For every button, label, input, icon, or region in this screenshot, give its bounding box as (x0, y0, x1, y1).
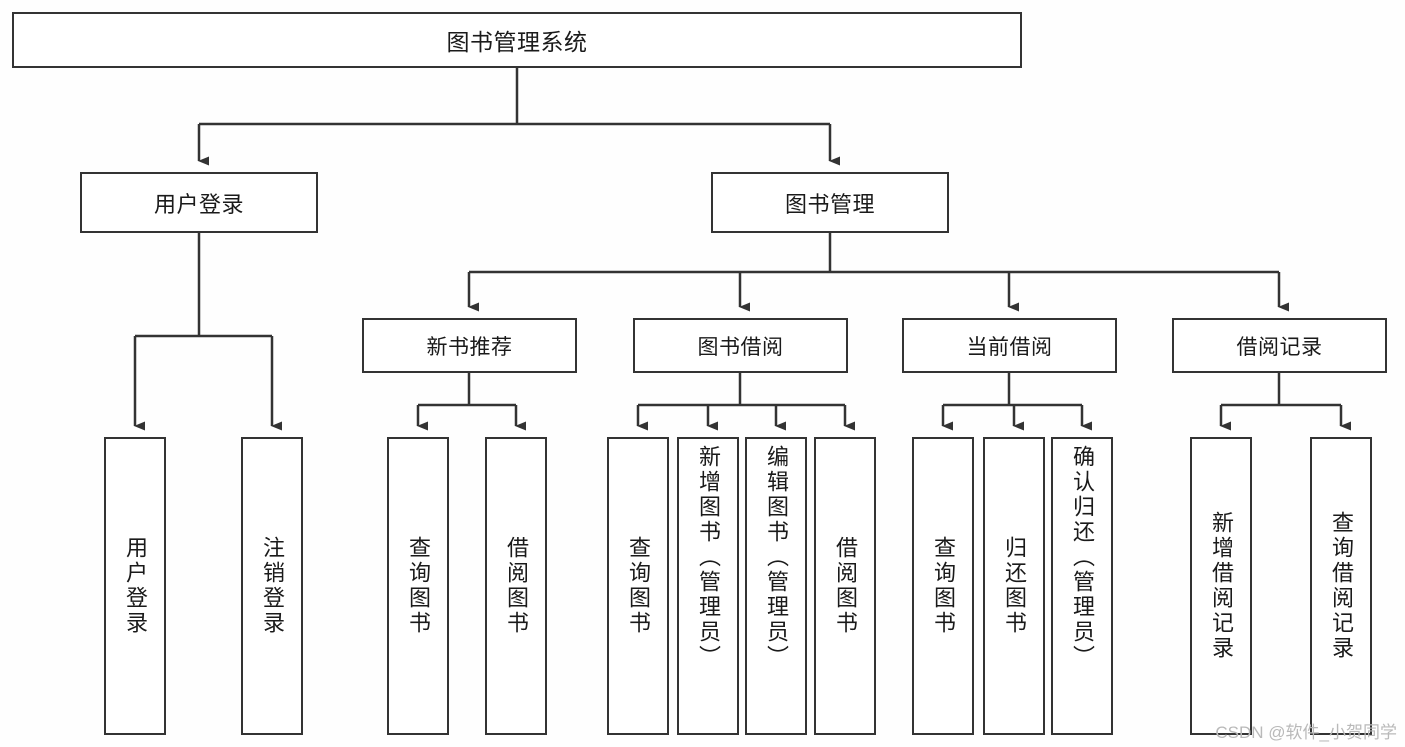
node-user-login[interactable]: 用户登录 (80, 172, 318, 233)
leaf-user-login-label: 用户登录 (123, 536, 148, 636)
leaf-borrow-book[interactable]: 借阅图书 (814, 437, 876, 735)
leaf-query-book-recommend[interactable]: 查询图书 (387, 437, 449, 735)
leaf-query-book-borrow[interactable]: 查询图书 (607, 437, 669, 735)
node-borrow-record[interactable]: 借阅记录 (1172, 318, 1387, 373)
leaf-borrow-book-recommend-label: 借阅图书 (504, 536, 529, 636)
node-current-borrow[interactable]: 当前借阅 (902, 318, 1117, 373)
leaf-edit-book-admin-label: 编辑图书（管理员） (764, 445, 789, 670)
leaf-user-login[interactable]: 用户登录 (104, 437, 166, 735)
node-root-label: 图书管理系统 (446, 29, 588, 55)
leaf-query-book-borrow-label: 查询图书 (626, 536, 651, 636)
leaf-add-book-admin[interactable]: 新增图书（管理员） (677, 437, 739, 735)
leaf-add-book-admin-label: 新增图书（管理员） (696, 445, 721, 670)
leaf-query-book-current[interactable]: 查询图书 (912, 437, 974, 735)
node-book-borrow-label: 图书借阅 (697, 335, 784, 359)
leaf-query-borrow-record-label: 查询借阅记录 (1329, 511, 1354, 661)
node-new-book-recommend-label: 新书推荐 (426, 335, 513, 359)
leaf-logout-login[interactable]: 注销登录 (241, 437, 303, 735)
leaf-return-book-label: 归还图书 (1002, 536, 1027, 636)
leaf-query-book-current-label: 查询图书 (931, 536, 956, 636)
leaf-query-book-recommend-label: 查询图书 (406, 536, 431, 636)
node-root[interactable]: 图书管理系统 (12, 12, 1022, 68)
node-new-book-recommend[interactable]: 新书推荐 (362, 318, 577, 373)
leaf-add-borrow-record-label: 新增借阅记录 (1209, 511, 1234, 661)
leaf-borrow-book-recommend[interactable]: 借阅图书 (485, 437, 547, 735)
csdn-watermark: CSDN @软件_小贺同学 (1215, 723, 1397, 742)
leaf-logout-login-label: 注销登录 (260, 536, 285, 636)
leaf-confirm-return-admin[interactable]: 确认归还（管理员） (1051, 437, 1113, 735)
node-book-management-label: 图书管理 (784, 191, 875, 217)
leaf-add-borrow-record[interactable]: 新增借阅记录 (1190, 437, 1252, 735)
node-current-borrow-label: 当前借阅 (966, 335, 1053, 359)
leaf-confirm-return-admin-label: 确认归还（管理员） (1070, 445, 1095, 670)
leaf-query-borrow-record[interactable]: 查询借阅记录 (1310, 437, 1372, 735)
node-user-login-label: 用户登录 (153, 191, 244, 217)
leaf-borrow-book-label: 借阅图书 (833, 536, 858, 636)
node-book-borrow[interactable]: 图书借阅 (633, 318, 848, 373)
node-book-management[interactable]: 图书管理 (711, 172, 949, 233)
leaf-edit-book-admin[interactable]: 编辑图书（管理员） (745, 437, 807, 735)
node-borrow-record-label: 借阅记录 (1236, 335, 1323, 359)
leaf-return-book[interactable]: 归还图书 (983, 437, 1045, 735)
